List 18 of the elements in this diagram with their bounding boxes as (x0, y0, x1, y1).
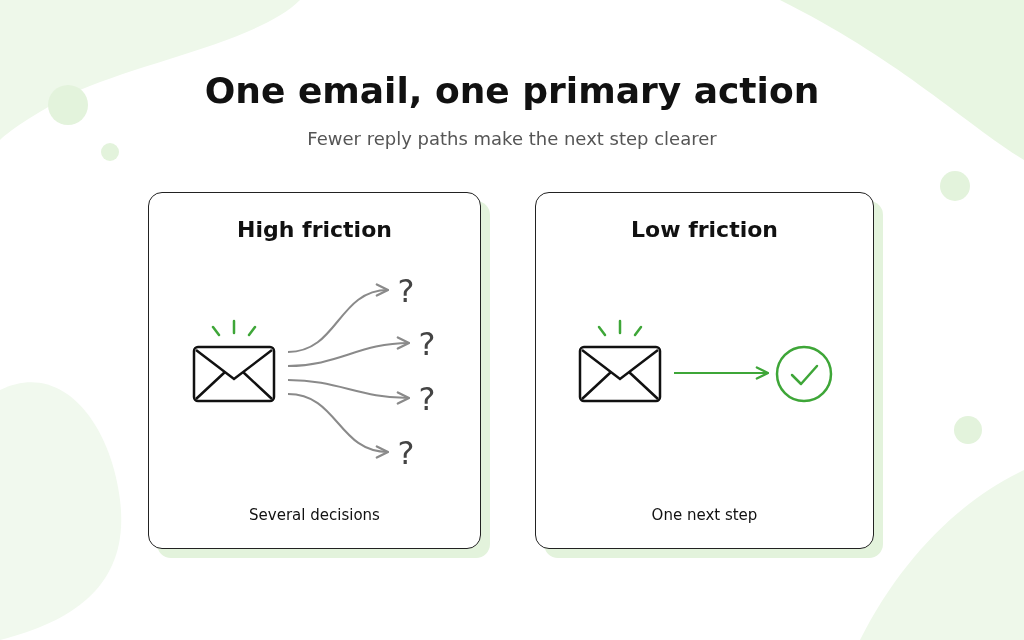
envelope-icon (191, 319, 277, 403)
panel-caption: One next step (651, 506, 758, 524)
panel-caption: Several decisions (249, 506, 380, 524)
subtitle: Fewer reply paths make the next step clearer (307, 128, 717, 149)
question-mark: ? (416, 324, 438, 364)
arrow (673, 366, 770, 380)
panel-heading: Low friction (631, 217, 778, 242)
arrow (287, 284, 390, 353)
question-mark: ? (416, 379, 438, 419)
arrow (287, 393, 390, 458)
envelope-icon (577, 319, 663, 403)
title: One email, one primary action (204, 70, 820, 111)
panel-heading: High friction (237, 217, 392, 242)
arrow (287, 336, 411, 367)
question-mark: ? (395, 433, 417, 473)
arrow (287, 379, 411, 405)
question-mark: ? (395, 271, 417, 311)
check-circle-icon (775, 345, 833, 403)
